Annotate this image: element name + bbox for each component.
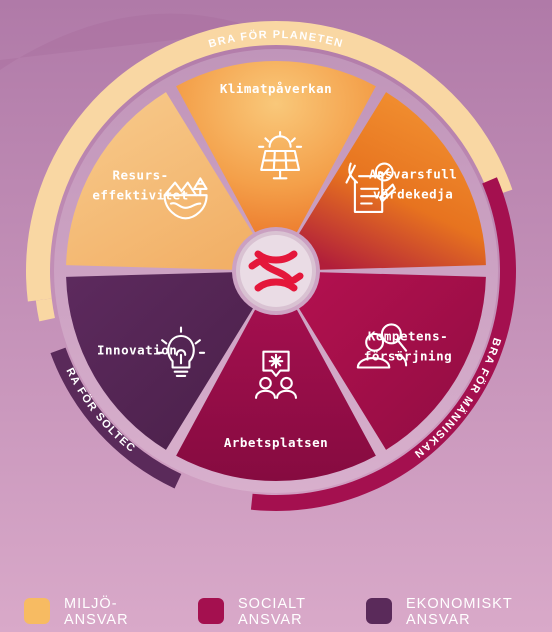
solar-panel-icon xyxy=(258,131,303,180)
soltech-logo xyxy=(248,250,304,292)
legend-swatch-ekonomiskt xyxy=(366,598,392,624)
segment-arbetsplatsen xyxy=(176,309,376,482)
background-wave xyxy=(0,13,260,70)
segment-label-resurs: Resurs-effektivitet xyxy=(92,168,188,203)
lightbulb-icon xyxy=(156,326,206,377)
segment-label-innovation: Innovation xyxy=(97,342,177,357)
segment-label-kompetens: Kompetens-försörjning xyxy=(364,328,452,363)
segment-ansvarsfull xyxy=(299,92,486,270)
legend-swatch-socialt xyxy=(198,598,224,624)
segment-klimat xyxy=(176,60,376,233)
legend-swatch-miljo xyxy=(24,598,50,624)
outer-rings xyxy=(26,21,517,511)
wheel-segments xyxy=(66,60,486,482)
ring-planet-cap xyxy=(35,298,55,322)
legend-label-socialt: SOCIALT ANSVAR xyxy=(238,596,306,628)
legend-item-ekonomiskt: EKONOMISKT ANSVAR xyxy=(366,596,513,628)
segment-label-klimat: Klimatpåverkan xyxy=(220,81,332,96)
segment-label-arbetsplatsen: Arbetsplatsen xyxy=(224,435,328,450)
earth-landscape-icon xyxy=(163,177,208,220)
legend-item-socialt: SOCIALT ANSVAR xyxy=(198,596,306,628)
ring-manniskan xyxy=(250,177,517,511)
ring-soltech xyxy=(50,347,182,489)
people-search-icon xyxy=(356,323,408,369)
legend-label-ekonomiskt: EKONOMISKT ANSVAR xyxy=(406,596,513,628)
team-chat-icon xyxy=(255,350,297,399)
legend: MILJÖ- ANSVAR SOCIALT ANSVAR EKONOMISKT … xyxy=(0,590,552,632)
legend-label-miljo: MILJÖ- ANSVAR xyxy=(64,596,129,628)
segment-resurs xyxy=(66,92,253,270)
segment-icons xyxy=(156,131,408,399)
legend-item-miljo: MILJÖ- ANSVAR xyxy=(24,596,129,628)
segment-kompetens xyxy=(299,272,486,450)
segment-innovation xyxy=(66,272,253,450)
checklist-icon xyxy=(345,162,396,213)
